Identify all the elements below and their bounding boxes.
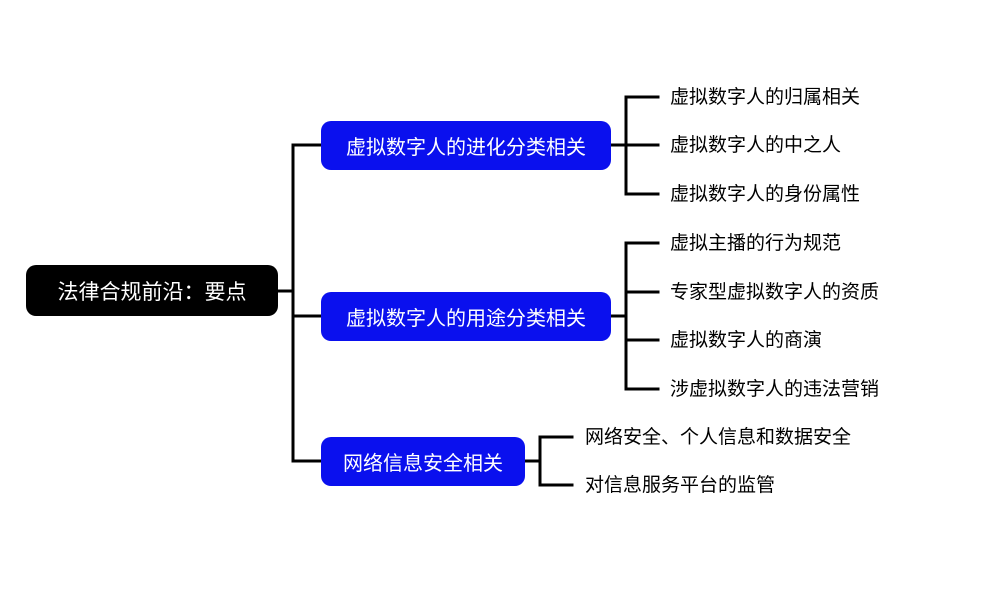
branch-label: 网络信息安全相关 bbox=[343, 451, 503, 475]
branch-label: 虚拟数字人的用途分类相关 bbox=[346, 306, 586, 330]
leaf-node[interactable]: 对信息服务平台的监管 bbox=[585, 474, 776, 496]
branch-node-evolution[interactable]: 虚拟数字人的进化分类相关 bbox=[321, 121, 611, 170]
leaf-node[interactable]: 虚拟数字人的身份属性 bbox=[670, 183, 861, 205]
root-node[interactable]: 法律合规前沿：要点 bbox=[26, 265, 278, 316]
leaf-node[interactable]: 专家型虚拟数字人的资质 bbox=[670, 281, 880, 303]
leaf-node[interactable]: 涉虚拟数字人的违法营销 bbox=[670, 378, 880, 400]
leaf-node[interactable]: 虚拟数字人的中之人 bbox=[670, 134, 842, 156]
leaf-node[interactable]: 网络安全、个人信息和数据安全 bbox=[585, 426, 852, 448]
leaf-node[interactable]: 虚拟数字人的归属相关 bbox=[670, 86, 861, 108]
branch-node-network-security[interactable]: 网络信息安全相关 bbox=[321, 437, 525, 486]
leaf-node[interactable]: 虚拟数字人的商演 bbox=[670, 329, 823, 351]
branch-label: 虚拟数字人的进化分类相关 bbox=[346, 135, 586, 159]
branch-node-usage[interactable]: 虚拟数字人的用途分类相关 bbox=[321, 292, 611, 341]
root-label: 法律合规前沿：要点 bbox=[57, 279, 247, 304]
leaf-node[interactable]: 虚拟主播的行为规范 bbox=[670, 232, 842, 254]
